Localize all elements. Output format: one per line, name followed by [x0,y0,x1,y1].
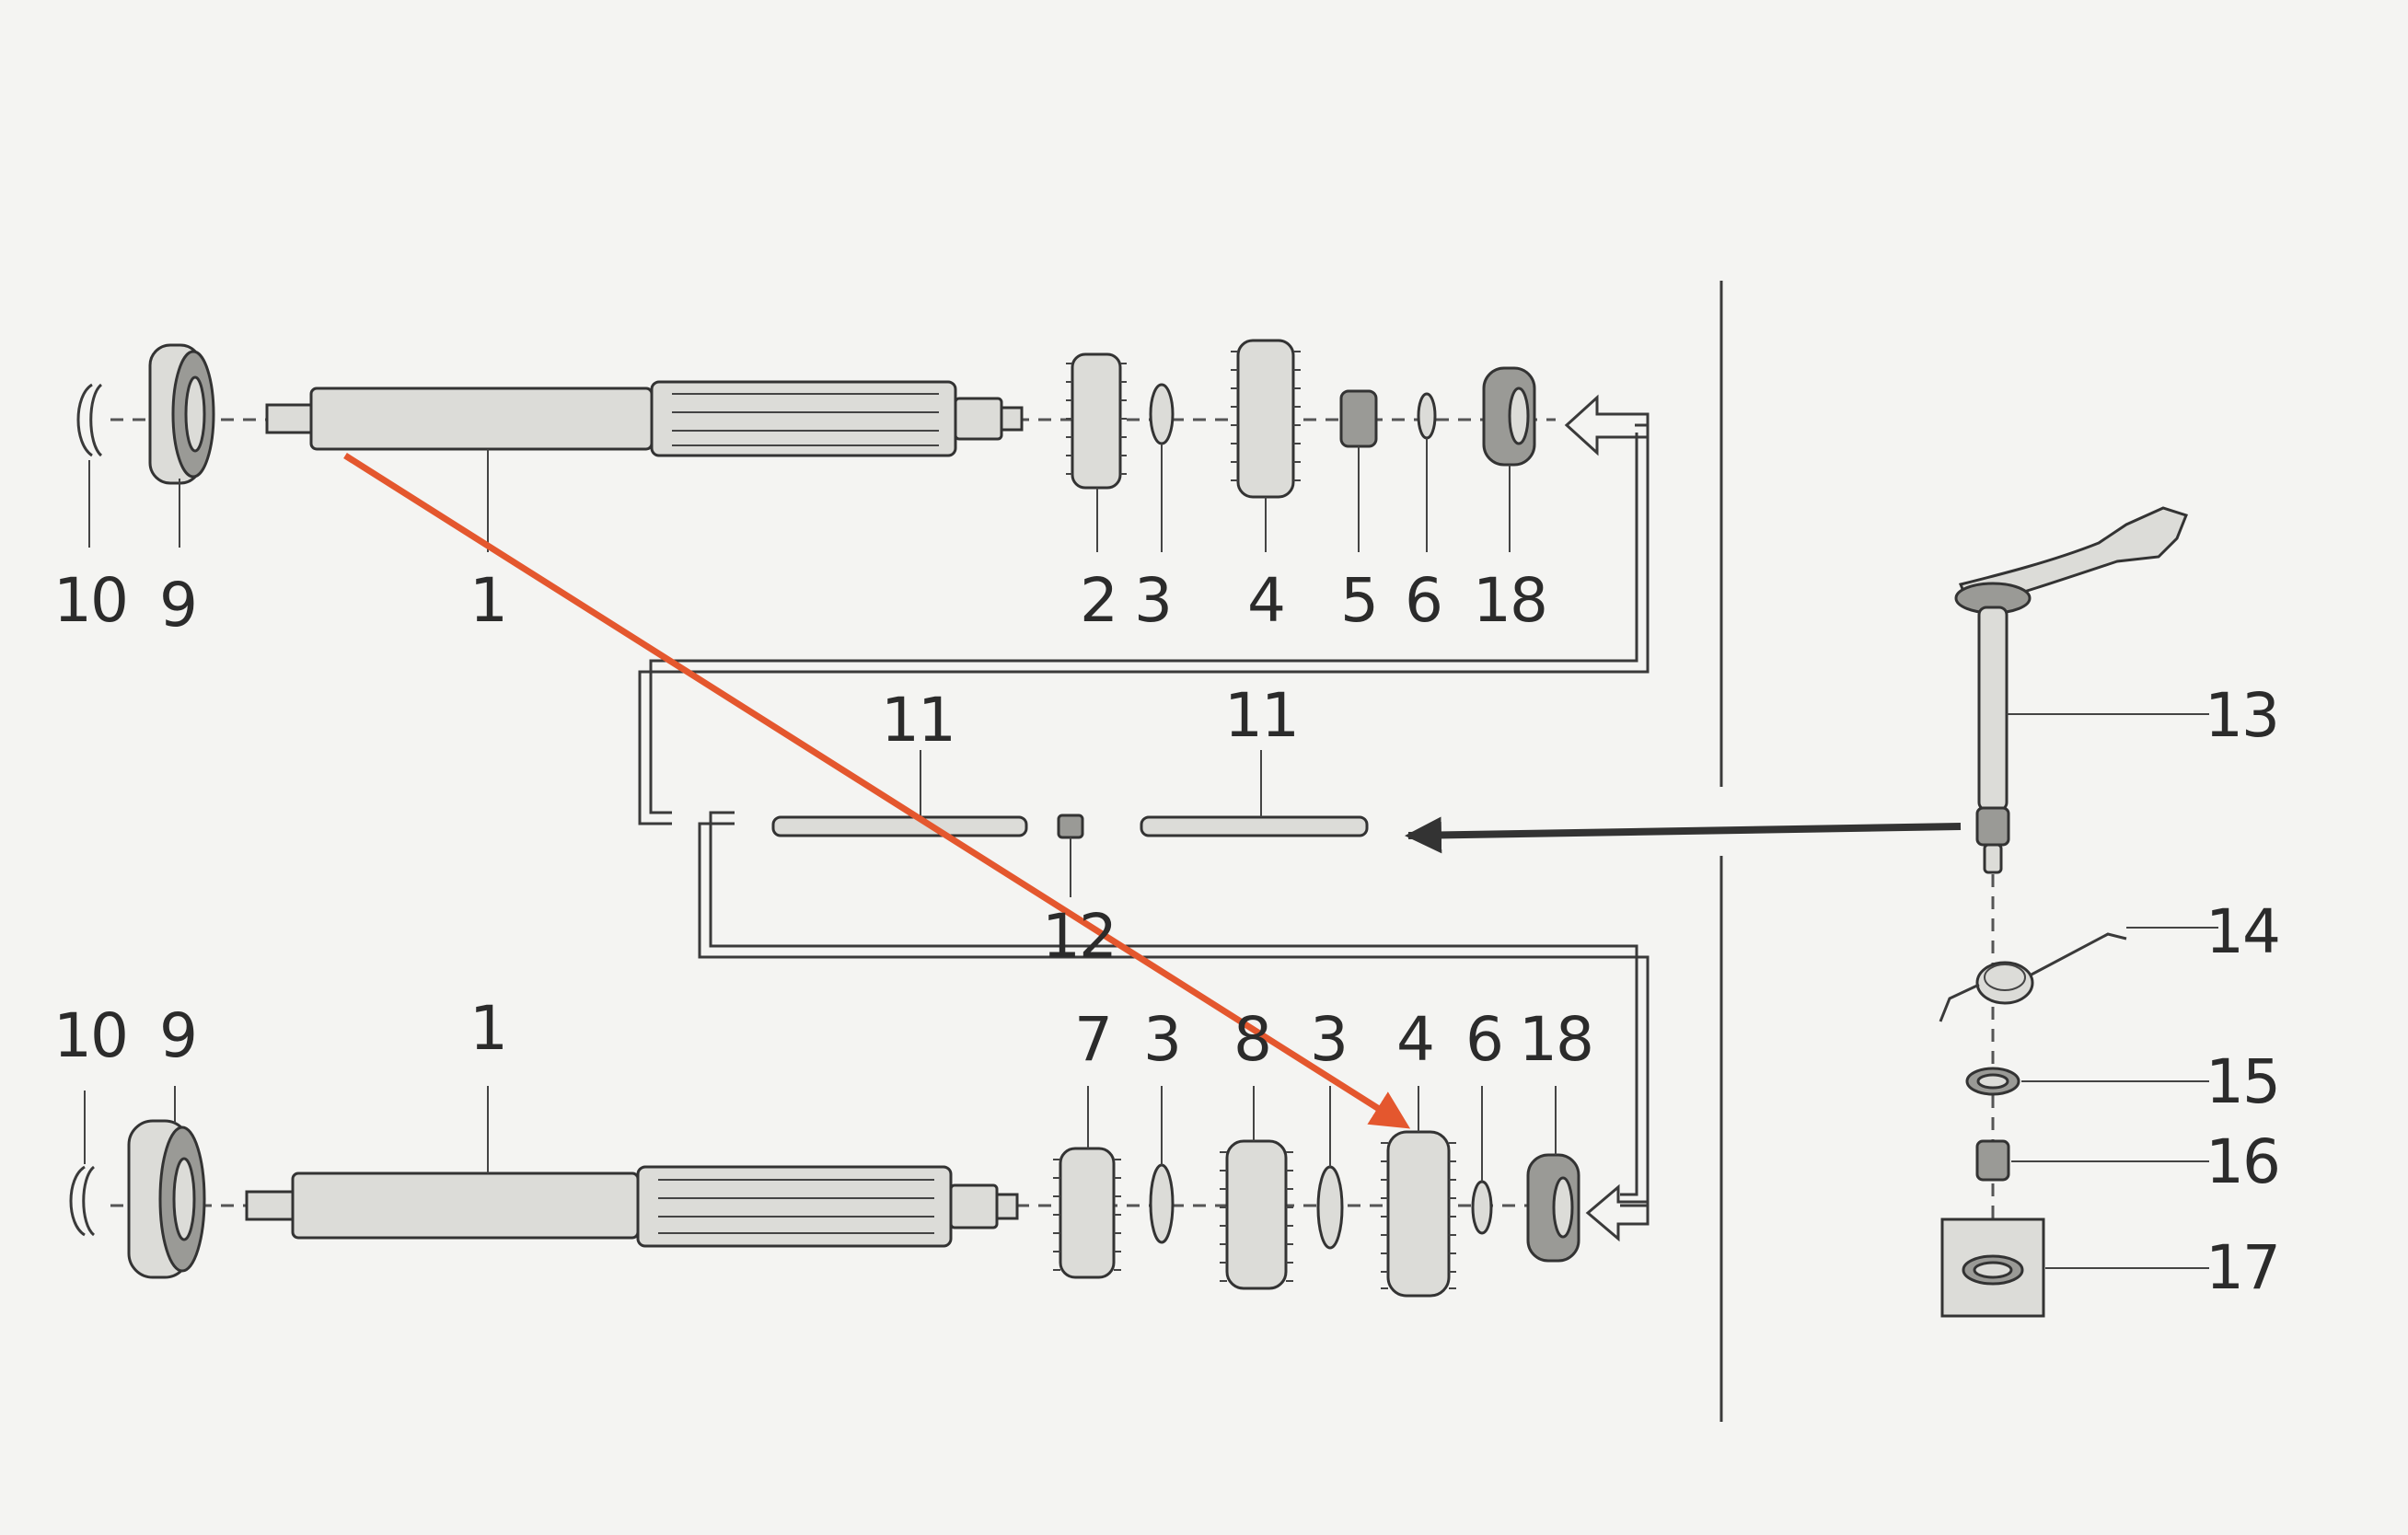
bush-16 [1975,1139,2010,1182]
label-10-bottom: 10 [53,1000,127,1071]
label-4-top: 4 [1247,565,1284,636]
gear-4-bottom [1381,1130,1456,1298]
label-11-left: 11 [881,685,955,756]
part-number-labels: 10 9 1 2 3 4 5 6 18 11 11 12 10 9 1 7 3 … [53,565,2281,1303]
circlip-10-top [76,383,103,457]
label-9-bottom: 9 [159,1000,196,1071]
shift-rail-spacer-12 [1057,814,1084,839]
gear-7-bottom [1053,1147,1121,1279]
outline-arrow-bottom [1585,1183,1650,1242]
bearing-18-top [1482,366,1536,467]
shift-rail-11-right [1140,815,1369,837]
shift-rail-11-left [771,815,1028,837]
shift-rail-assembly [771,750,1962,897]
selector-lever-assembly [1939,506,2218,1318]
label-10-top: 10 [53,565,127,636]
label-7-bottom: 7 [1074,1004,1111,1075]
label-9-top: 9 [159,570,196,641]
washer-3-bottom-a [1149,1163,1175,1244]
label-1-bottom: 1 [469,993,506,1064]
label-5-top: 5 [1340,565,1377,636]
label-17: 17 [2205,1232,2279,1303]
washer-6-bottom [1471,1180,1493,1235]
washer-6-top [1417,392,1437,440]
label-4-bottom: 4 [1396,1004,1433,1075]
gear-2-top [1066,352,1127,490]
label-1-top: 1 [469,565,506,636]
label-6-bottom: 6 [1465,1004,1502,1075]
link-brackets [638,423,1650,1207]
washer-3-top [1149,383,1175,445]
bearing-9-top [148,343,215,485]
gear-4-top [1231,339,1301,499]
direction-arrow-left [1405,816,1962,854]
bottom-shaft-assembly [69,1086,1650,1298]
label-15: 15 [2205,1046,2279,1117]
label-11-right: 11 [1224,680,1298,751]
label-2-top: 2 [1080,565,1117,636]
annotation-arrow [343,453,1411,1129]
label-6-top: 6 [1405,565,1441,636]
bearing-18-bottom [1526,1153,1580,1263]
spring-14 [1939,932,2127,1022]
main-shaft-1-top [265,380,1024,457]
label-18-top: 18 [1473,565,1546,636]
label-3b-bottom: 3 [1310,1004,1347,1075]
gear-8-bottom [1220,1139,1293,1290]
label-3-top: 3 [1134,565,1171,636]
label-16: 16 [2205,1126,2279,1197]
main-shaft-1-bottom [245,1165,1019,1248]
top-shaft-assembly [76,339,1650,552]
label-3a-bottom: 3 [1143,1004,1180,1075]
bearing-9-bottom [127,1119,206,1279]
circlip-10-bottom [69,1165,96,1237]
label-18-bottom: 18 [1519,1004,1592,1075]
washer-3-bottom-b [1316,1165,1344,1250]
label-12: 12 [1042,901,1116,972]
bush-5-top [1339,389,1378,448]
label-14: 14 [2205,896,2279,967]
label-8-bottom: 8 [1233,1004,1270,1075]
label-13: 13 [2205,680,2278,751]
